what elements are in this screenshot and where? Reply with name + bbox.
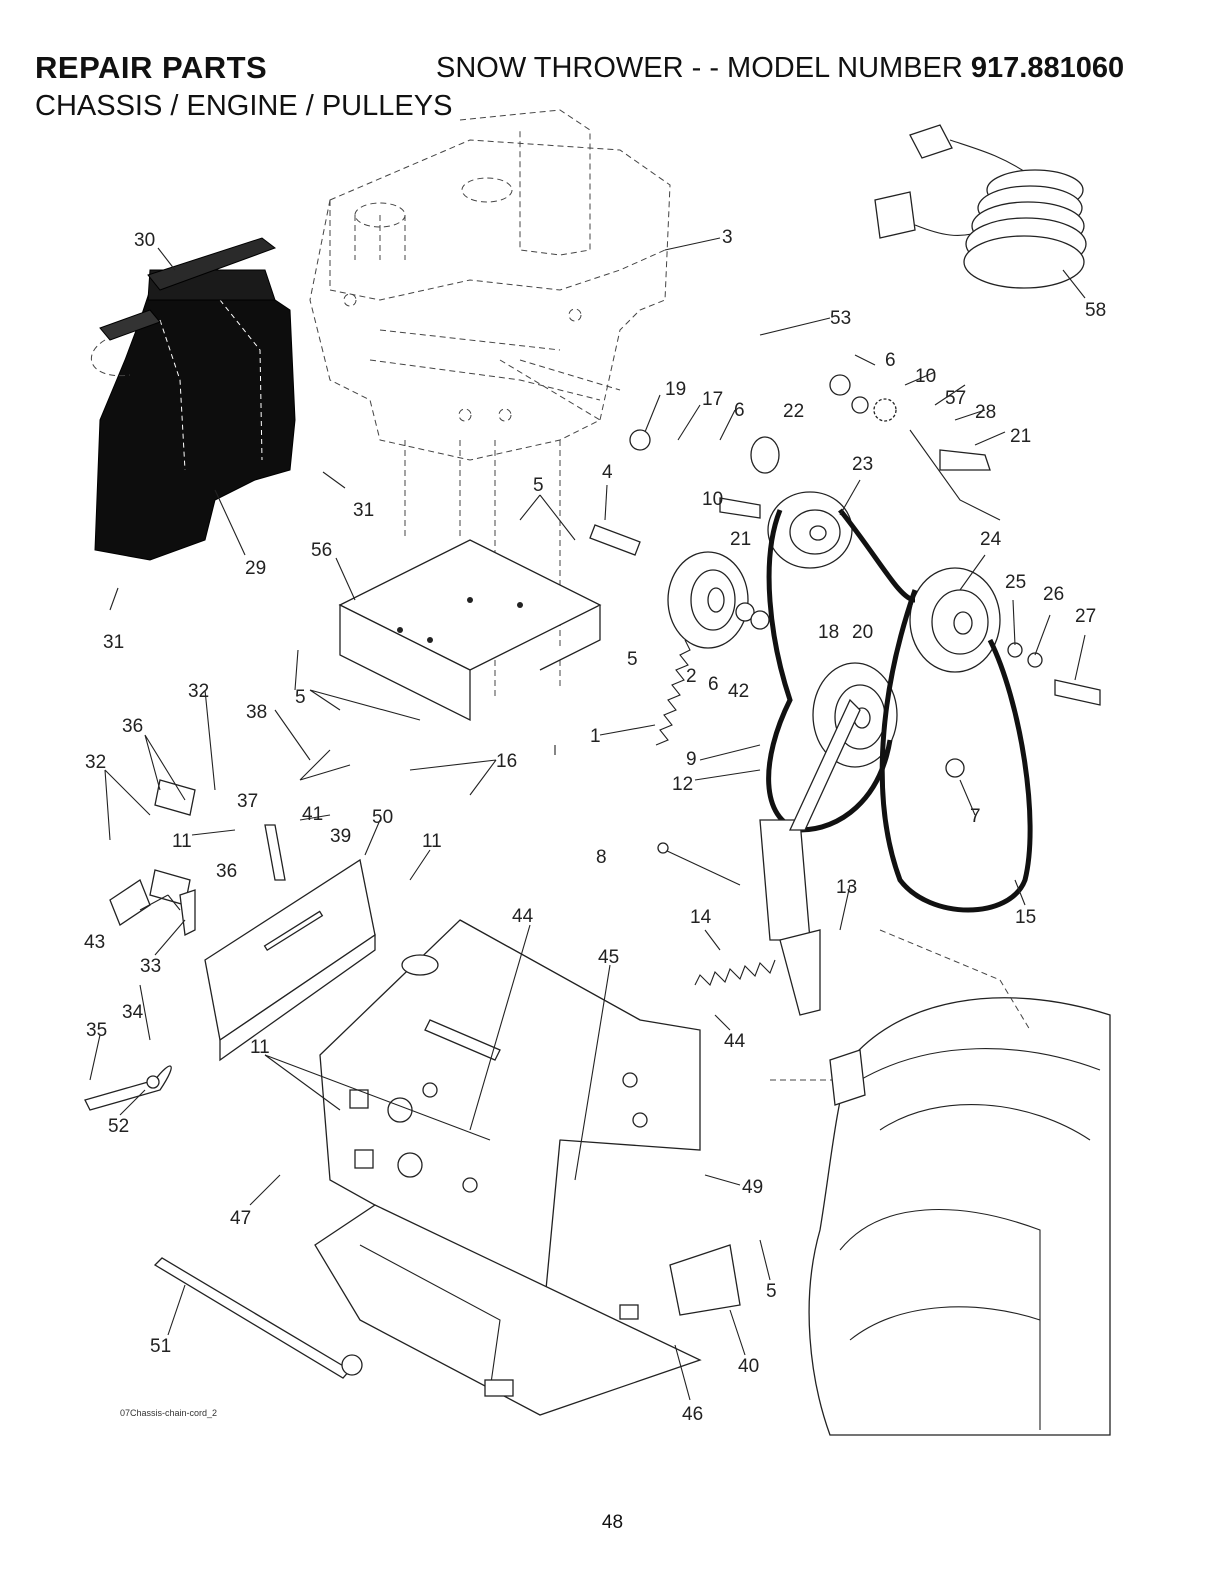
callout-10: 10 xyxy=(915,366,936,387)
callout-16: 16 xyxy=(496,751,517,772)
callout-17: 17 xyxy=(702,389,723,410)
callout-32: 32 xyxy=(188,681,209,702)
callout-36: 36 xyxy=(216,861,237,882)
callout-35: 35 xyxy=(86,1020,107,1041)
callout-57: 57 xyxy=(945,388,966,409)
callout-11: 11 xyxy=(422,831,442,852)
power-cord xyxy=(875,125,1086,288)
callout-21: 21 xyxy=(1010,426,1031,447)
shaft xyxy=(155,1258,362,1378)
callout-21: 21 xyxy=(730,529,751,550)
callout-40: 40 xyxy=(738,1356,759,1377)
callout-56: 56 xyxy=(311,540,332,561)
callout-5: 5 xyxy=(295,687,306,708)
callout-28: 28 xyxy=(975,402,996,423)
callout-6: 6 xyxy=(708,674,719,695)
callout-45: 45 xyxy=(598,947,619,968)
callout-12: 12 xyxy=(672,774,693,795)
callout-6: 6 xyxy=(734,400,745,421)
callout-44: 44 xyxy=(512,906,534,927)
callout-1: 1 xyxy=(590,726,601,747)
callout-7: 7 xyxy=(970,806,981,827)
callout-29: 29 xyxy=(245,558,266,579)
callout-41: 41 xyxy=(302,804,323,825)
callout-34: 34 xyxy=(122,1002,144,1023)
callout-31: 31 xyxy=(353,500,374,521)
callout-11: 11 xyxy=(172,831,192,852)
callout-3: 3 xyxy=(722,227,733,248)
belt-cover xyxy=(91,238,295,560)
callout-20: 20 xyxy=(852,622,873,643)
callout-49: 49 xyxy=(742,1177,763,1198)
page-number: 48 xyxy=(0,1512,1225,1534)
callout-43: 43 xyxy=(84,932,105,953)
callout-13: 13 xyxy=(836,877,857,898)
callout-2: 2 xyxy=(686,666,697,687)
callout-10: 10 xyxy=(702,489,723,510)
callout-23: 23 xyxy=(852,454,873,475)
callout-26: 26 xyxy=(1043,584,1064,605)
file-reference: 07Chassis-chain-cord_2 xyxy=(120,1408,217,1418)
callout-19: 19 xyxy=(665,379,686,400)
callout-11: 11 xyxy=(250,1037,270,1058)
callout-27: 27 xyxy=(1075,606,1096,627)
callout-32: 32 xyxy=(85,752,106,773)
callout-9: 9 xyxy=(686,749,697,770)
callout-36: 36 xyxy=(122,716,143,737)
callout-5: 5 xyxy=(533,475,544,496)
callout-47: 47 xyxy=(230,1208,251,1229)
auger-housing xyxy=(770,930,1110,1435)
callout-38: 38 xyxy=(246,702,267,723)
callout-22: 22 xyxy=(783,401,804,422)
callout-44: 44 xyxy=(724,1031,746,1052)
callout-24: 24 xyxy=(980,529,1002,550)
callout-5: 5 xyxy=(627,649,638,670)
callout-18: 18 xyxy=(818,622,839,643)
callout-33: 33 xyxy=(140,956,161,977)
callout-46: 46 xyxy=(682,1404,703,1425)
callout-30: 30 xyxy=(134,230,155,251)
callout-8: 8 xyxy=(596,847,607,868)
callout-42: 42 xyxy=(728,681,749,702)
drive-belts xyxy=(769,510,1030,910)
callout-37: 37 xyxy=(237,791,258,812)
callout-50: 50 xyxy=(372,807,393,828)
callout-39: 39 xyxy=(330,826,351,847)
callout-4: 4 xyxy=(602,462,613,483)
callout-15: 15 xyxy=(1015,907,1036,928)
callout-31: 31 xyxy=(103,632,124,653)
mount-plate xyxy=(340,540,600,720)
callout-14: 14 xyxy=(690,907,712,928)
callout-51: 51 xyxy=(150,1336,171,1357)
callout-52: 52 xyxy=(108,1116,129,1137)
callout-53: 53 xyxy=(830,308,851,329)
callout-5: 5 xyxy=(766,1281,777,1302)
callout-25: 25 xyxy=(1005,572,1026,593)
callout-58: 58 xyxy=(1085,300,1106,321)
callout-6: 6 xyxy=(885,350,896,371)
